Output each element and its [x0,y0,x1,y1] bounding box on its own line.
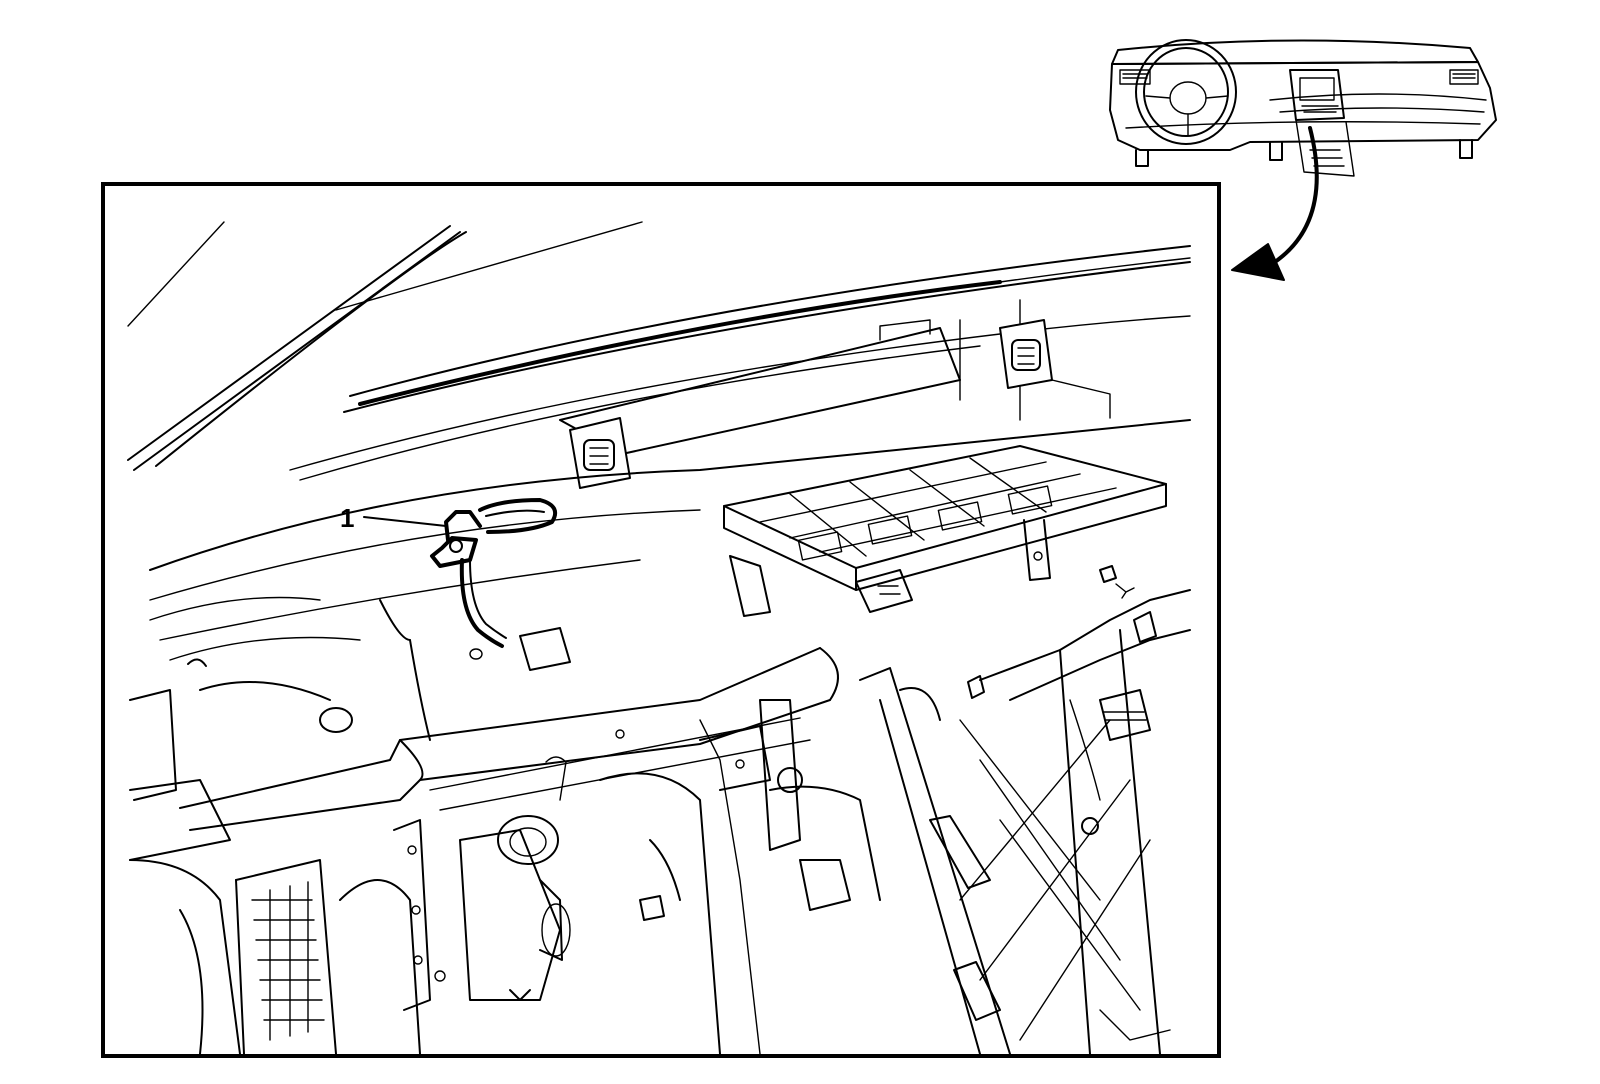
dashboard-structure-illustration [127,221,1191,1054]
highlighted-component-1 [363,498,557,648]
detail-view-frame [101,182,1221,1058]
locator-inset-instrument-panel [1109,39,1497,177]
callout-leader-line-1 [363,516,447,527]
junction-block [235,859,337,1054]
hvac-outlet-grid [723,445,1167,591]
orientation-arrow-icon [1231,126,1319,281]
pedal-bracket-lattice [959,565,1191,1054]
callout-label-1: 1 [340,503,354,533]
